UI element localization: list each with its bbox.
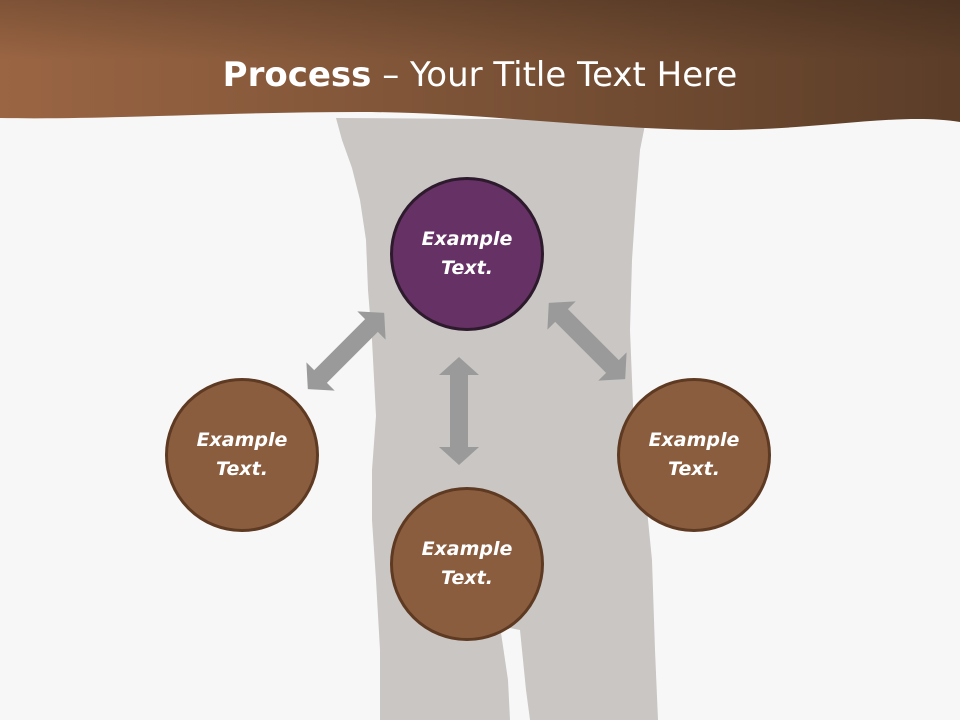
- process-node-top: Example Text.: [390, 177, 544, 331]
- double-arrow-left: [306, 311, 386, 391]
- node-label-line1: Example: [421, 538, 513, 560]
- node-label-line1: Example: [648, 429, 740, 451]
- node-label-line2: Text.: [441, 257, 493, 279]
- process-node-bottom: Example Text.: [390, 487, 544, 641]
- title-dash: –: [371, 55, 411, 95]
- double-arrow-right: [547, 301, 627, 381]
- title-rest: Your Title Text Here: [410, 55, 738, 95]
- header-shade: [0, 0, 960, 60]
- node-label-line2: Text.: [216, 458, 268, 480]
- node-label-line2: Text.: [668, 458, 720, 480]
- node-label-line1: Example: [196, 429, 288, 451]
- process-node-left: Example Text.: [165, 378, 319, 532]
- node-label-line1: Example: [421, 228, 513, 250]
- slide-title: Process – Your Title Text Here: [0, 50, 960, 100]
- process-node-right: Example Text.: [617, 378, 771, 532]
- double-arrow-vertical: [439, 357, 479, 465]
- node-label-line2: Text.: [441, 567, 493, 589]
- title-bold: Process: [222, 55, 372, 95]
